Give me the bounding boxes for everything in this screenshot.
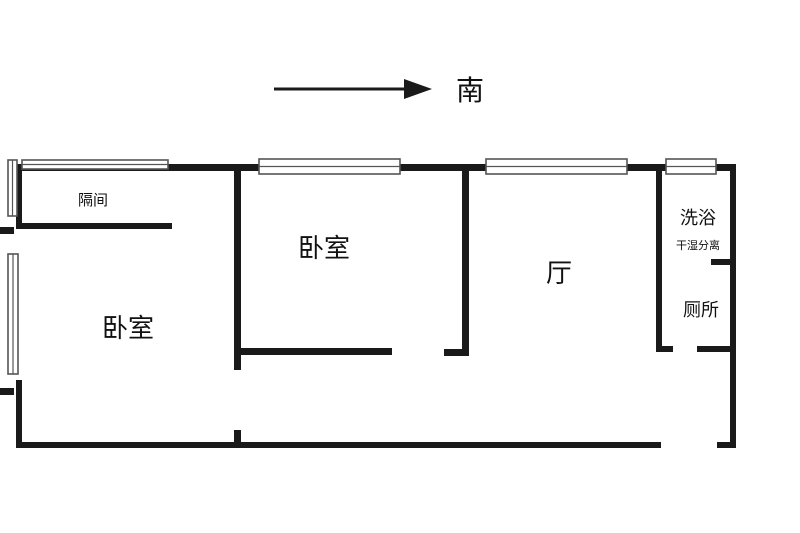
room-label-toilet: 厕所 (683, 300, 719, 321)
window-middle-bedroom (258, 158, 401, 175)
wall-bath-toilet-divider (711, 259, 736, 265)
room-label-bedroom-middle: 卧室 (298, 234, 350, 264)
left-wall-upper (16, 164, 22, 227)
direction-label: 南 (456, 74, 484, 107)
window-partition-corner (7, 159, 169, 217)
right-wall (730, 164, 736, 448)
room-label-bath: 洗浴 (680, 208, 716, 229)
windows (7, 158, 717, 375)
window-left-bedroom (7, 253, 19, 375)
wall-bath-foot-right (697, 346, 736, 352)
direction-arrow-icon (404, 79, 432, 99)
left-outer-stub-bottom (0, 388, 14, 395)
window-bath (665, 158, 717, 175)
wall-living-left-foot (444, 349, 469, 356)
room-label-bedroom-left: 卧室 (102, 314, 154, 344)
compass: 南 (274, 74, 484, 107)
bottom-wall (16, 442, 661, 448)
room-label-wet-dry-separation: 干湿分离 (676, 238, 720, 252)
left-wall-lower (16, 380, 22, 448)
partition-wall (16, 223, 172, 229)
wall-bath-foot-left (656, 346, 673, 352)
window-living-room (485, 158, 628, 175)
wall-middle-bedroom-bottom (240, 348, 392, 355)
room-label-partition: 隔间 (78, 191, 108, 209)
left-outer-stub-top (0, 227, 14, 234)
wall-living-left (462, 170, 469, 356)
wall-bath-left (656, 170, 662, 352)
bottom-wall-stub (717, 442, 736, 448)
wall-bedroom-divider-stub (234, 430, 241, 444)
room-label-living-room: 厅 (546, 259, 572, 289)
outer-walls (0, 164, 736, 448)
room-labels: 隔间 卧室 卧室 厅 洗浴 干湿分离 厕所 (78, 191, 720, 344)
wall-bedroom-divider (234, 170, 241, 370)
interior-walls (16, 170, 736, 444)
